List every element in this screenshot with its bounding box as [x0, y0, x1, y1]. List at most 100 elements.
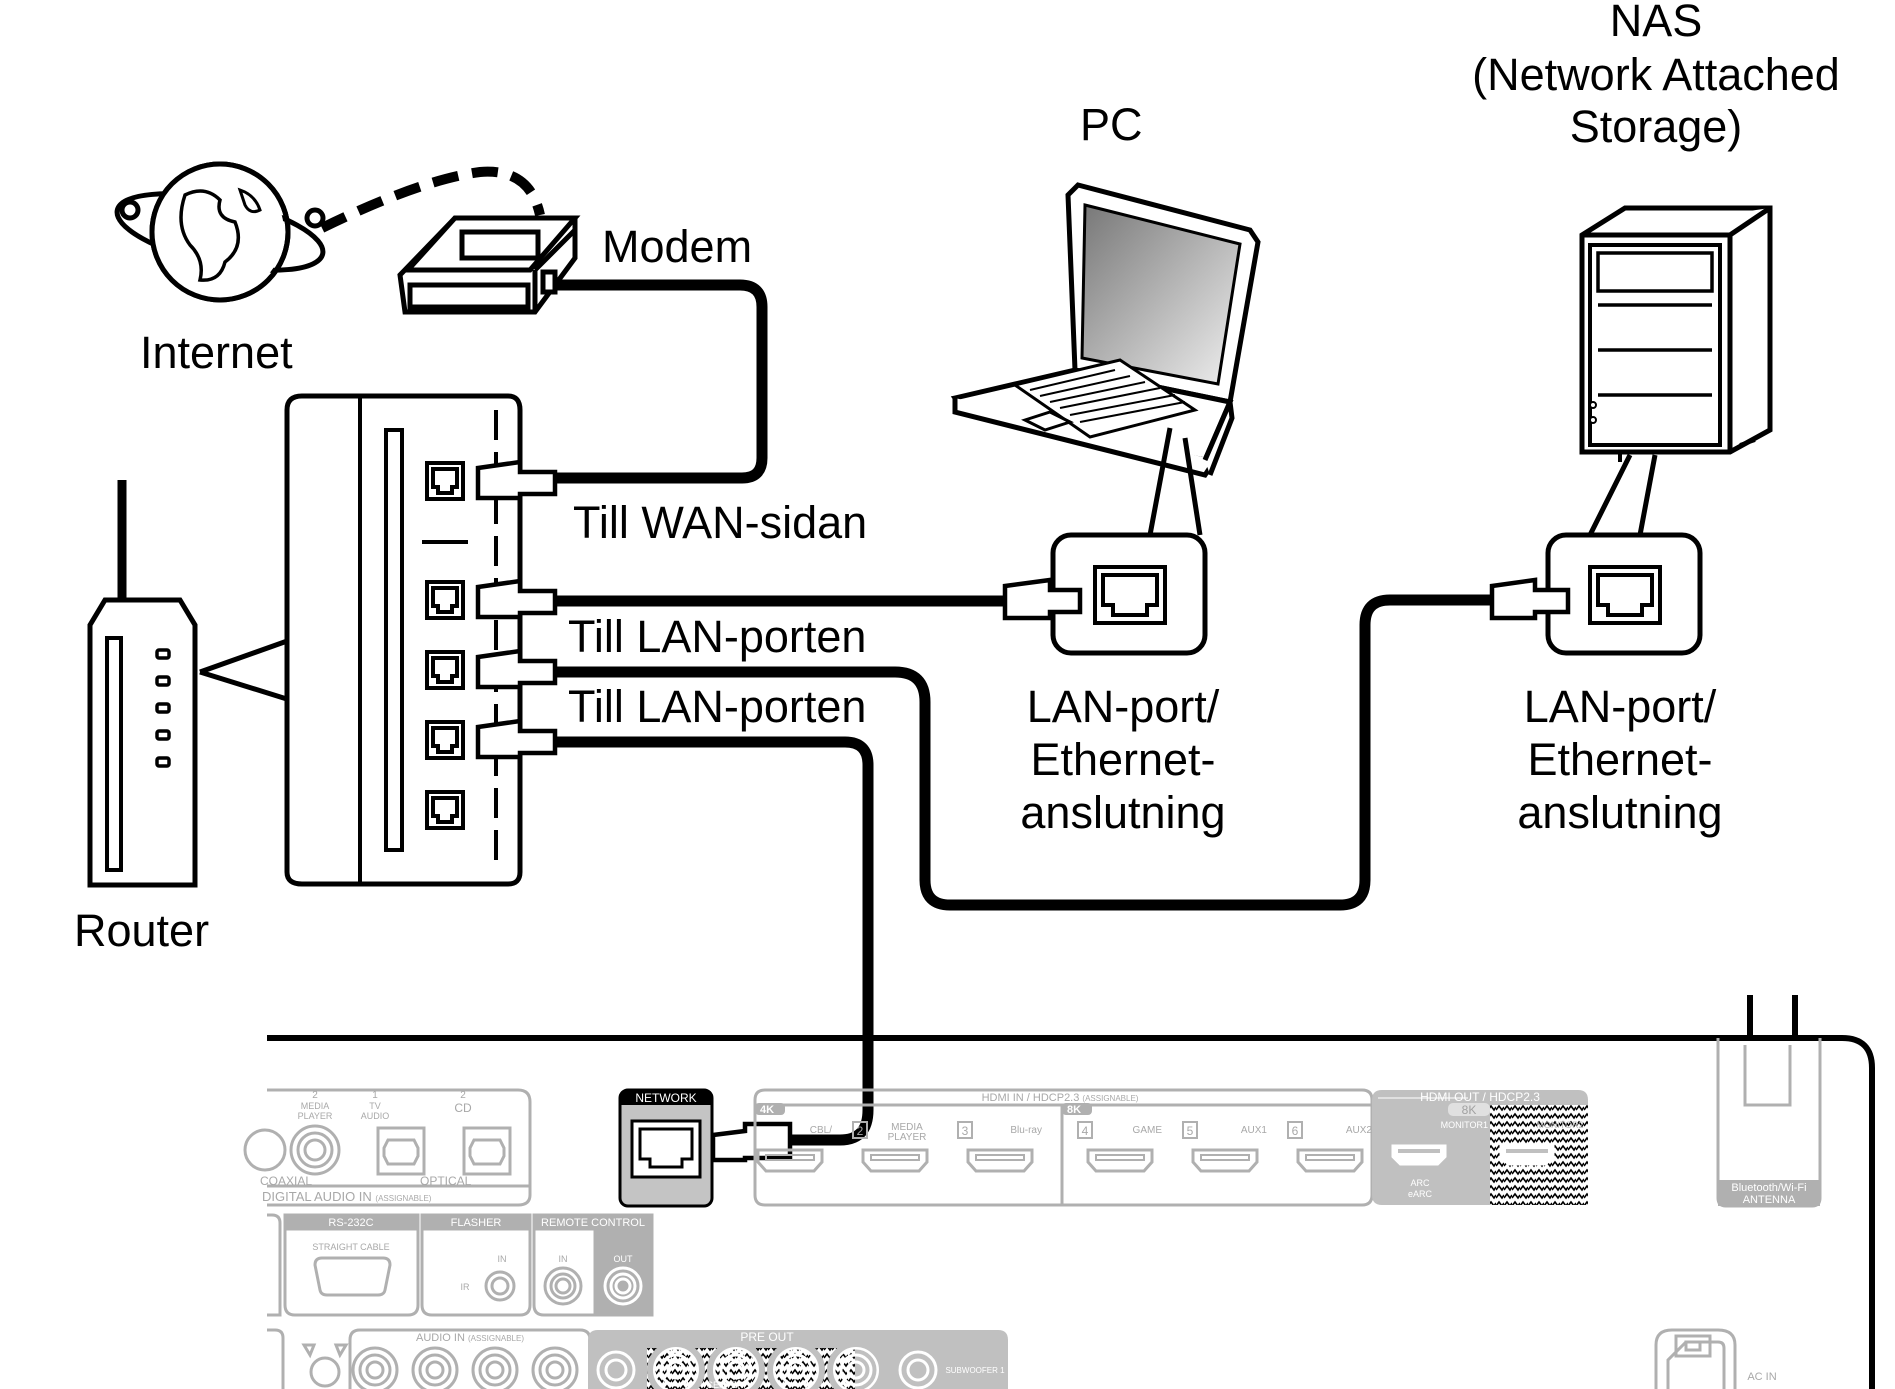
globe-icon — [114, 161, 326, 303]
hdmi-connector-slot — [765, 1154, 815, 1161]
pre-out-title: PRE OUT — [740, 1330, 794, 1344]
lan-label-2: Till LAN-porten — [568, 681, 866, 732]
hdmi-in-port-6[interactable]: 6 AUX2 — [1287, 1121, 1373, 1173]
flasher-title: FLASHER — [451, 1217, 502, 1229]
wan-cable — [550, 279, 768, 484]
nas-port-label-line1: LAN-port/ — [1524, 681, 1717, 732]
receiver-cable — [555, 736, 874, 1146]
hdmi-in-number: 6 — [1292, 1124, 1299, 1138]
da-input-1-name1: MEDIA — [301, 1101, 330, 1111]
hdmi-in-number-box — [1182, 1121, 1198, 1139]
router-lan-port-3 — [425, 720, 465, 760]
hdmi-connector-icon — [861, 1148, 929, 1173]
da-input-3-num: 2 — [460, 1090, 466, 1101]
hdmi-in-name: GAME — [1133, 1125, 1163, 1136]
hdmi-in-port-1[interactable]: CBL/ — [756, 1125, 832, 1173]
hdmi-in-name: PLAYER — [888, 1132, 927, 1143]
router-lan-port-4 — [425, 790, 465, 830]
hdmi-in-port-4[interactable]: 4 GAME — [1077, 1121, 1163, 1173]
hdmi-in-number-box — [1077, 1121, 1093, 1139]
router-icon — [87, 480, 291, 888]
hdmi-in-number: 4 — [1082, 1124, 1089, 1138]
pre-out-center: CENTER — [706, 1380, 744, 1389]
router-plugs — [475, 459, 558, 760]
pc-port-label-line2: Ethernet- — [1030, 734, 1215, 785]
rs232c-sub: STRAIGHT CABLE — [312, 1242, 389, 1252]
internet-modem-link — [319, 166, 545, 233]
nas-lan-port — [1588, 565, 1662, 625]
antenna-label-line1: Bluetooth/Wi-Fi — [1731, 1182, 1806, 1194]
arc-label: ARC — [1410, 1178, 1430, 1188]
hdmi-in-title: HDMI IN / HDCP2.3 (ASSIGNABLE) — [982, 1092, 1139, 1104]
pre-out-subwoofer: SUBWOOFER 1 — [945, 1366, 1005, 1375]
antenna-block — [1716, 1038, 1822, 1208]
hdmi-connector-icon — [756, 1148, 824, 1173]
da-input-3-name: CD — [454, 1101, 472, 1115]
da-input-1-name2: PLAYER — [298, 1111, 333, 1121]
hdmi-in-number-box — [1287, 1121, 1303, 1139]
ac-in-label: AC IN — [1747, 1371, 1776, 1383]
router-lan-port-1 — [425, 580, 465, 620]
wan-label: Till WAN-sidan — [573, 497, 867, 548]
router-ports — [425, 461, 465, 830]
router-lan-port-2 — [425, 650, 465, 690]
remote-control-block — [532, 1213, 654, 1317]
digital-audio-in-block — [243, 1088, 532, 1207]
hdmi-out-block — [1372, 1090, 1588, 1205]
hdmi-in-8k-badge: 8K — [1067, 1104, 1081, 1116]
nas-label-line2: (Network Attached — [1472, 49, 1840, 100]
da-input-2-name2: AUDIO — [361, 1111, 390, 1121]
nas-label-line3: Storage) — [1570, 101, 1743, 152]
earc-label: eARC — [1408, 1189, 1433, 1199]
network-label: NETWORK — [635, 1091, 696, 1105]
hdmi-connector-icon — [1191, 1148, 1259, 1173]
internet-label: Internet — [140, 327, 293, 378]
router-label: Router — [74, 905, 209, 956]
optical-label: OPTICAL — [420, 1174, 472, 1188]
pc-label: PC — [1080, 99, 1143, 150]
hdmi-connector-slot — [1095, 1154, 1145, 1161]
hdmi-in-number: 5 — [1187, 1124, 1194, 1138]
rs232c-block — [267, 1213, 420, 1317]
ac-in-socket — [1654, 1328, 1737, 1389]
da-input-1-num: 2 — [312, 1090, 318, 1101]
hdmi-connector-slot — [1305, 1154, 1355, 1161]
audio-in-title: AUDIO IN (ASSIGNABLE) — [416, 1332, 524, 1344]
pc-port-callout — [1002, 427, 1208, 656]
hdmi-in-number: 2 — [857, 1124, 864, 1138]
da-input-2-num: 1 — [372, 1090, 378, 1101]
hdmi-in-name: Blu-ray — [1010, 1125, 1042, 1136]
modem-label: Modem — [602, 221, 752, 272]
hdmi-in-name: CBL/ — [810, 1125, 832, 1136]
router-wan-port — [425, 461, 465, 501]
hdmi-out-title: HDMI OUT / HDCP2.3 — [1420, 1090, 1540, 1104]
router-rear-panel — [284, 393, 523, 887]
hdmi-in-name: AUX2 — [1346, 1125, 1373, 1136]
coaxial-label: COAXIAL — [260, 1174, 312, 1188]
rs232c-title: RS-232C — [328, 1217, 373, 1229]
remote-control-title: REMOTE CONTROL — [541, 1217, 645, 1229]
hdmi-in-number-box — [852, 1121, 868, 1139]
hdmi-in-number-box — [957, 1121, 973, 1139]
antenna-label-line2: ANTENNA — [1743, 1194, 1796, 1206]
hdmi-connector-icon — [966, 1148, 1034, 1173]
pc-lan-port — [1093, 565, 1167, 625]
flasher-in: IN — [498, 1254, 507, 1264]
hdmi-in-port-3[interactable]: 3 Blu-ray — [957, 1121, 1042, 1173]
nas-port-label-line2: Ethernet- — [1527, 734, 1712, 785]
receiver-network-port[interactable] — [618, 1088, 714, 1208]
hdmi-connector-slot — [870, 1154, 920, 1161]
pre-out-block — [588, 1330, 1008, 1389]
flasher-block — [420, 1213, 532, 1317]
digital-audio-title: DIGITAL AUDIO IN (ASSIGNABLE) — [262, 1189, 432, 1204]
hdmi-in-number: 3 — [962, 1124, 969, 1138]
pc-port-label-line1: LAN-port/ — [1027, 681, 1220, 732]
receiver-outline — [267, 995, 1875, 1389]
hdmi-connector-slot — [1200, 1154, 1250, 1161]
monitor2-label: MONITOR2 — [1536, 1120, 1583, 1130]
flasher-ir: IR — [461, 1282, 471, 1292]
remote-in: IN — [559, 1254, 568, 1264]
